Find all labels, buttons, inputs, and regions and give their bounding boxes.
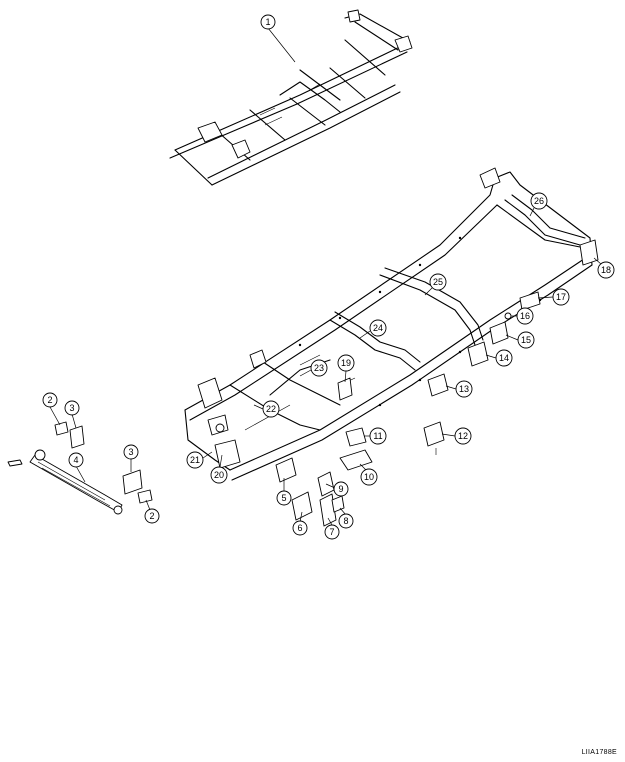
callout-8: 8 xyxy=(338,513,354,529)
callout-11: 11 xyxy=(369,427,387,445)
callout-3b: 3 xyxy=(123,444,139,460)
callout-2a: 2 xyxy=(42,392,58,408)
frame-overview-illustration xyxy=(169,9,413,186)
callout-5: 5 xyxy=(276,490,292,506)
callout-13: 13 xyxy=(455,380,473,398)
svg-text:2: 2 xyxy=(47,395,52,405)
callout-19: 19 xyxy=(337,354,355,372)
callout-26: 26 xyxy=(530,192,548,210)
bracket-parts xyxy=(215,291,541,527)
svg-text:10: 10 xyxy=(364,472,374,482)
callout-21: 21 xyxy=(186,451,204,469)
callout-22: 22 xyxy=(262,400,280,418)
svg-text:12: 12 xyxy=(458,431,468,441)
svg-text:6: 6 xyxy=(297,523,302,533)
callout-2b: 2 xyxy=(144,508,160,524)
svg-text:3: 3 xyxy=(69,403,74,413)
svg-text:2: 2 xyxy=(149,511,154,521)
callout-6: 6 xyxy=(292,520,308,536)
main-frame-illustration xyxy=(184,167,599,481)
callout-20: 20 xyxy=(210,466,228,484)
callout-3a: 3 xyxy=(64,400,80,416)
svg-text:24: 24 xyxy=(373,323,383,333)
svg-text:7: 7 xyxy=(329,527,334,537)
callout-23: 23 xyxy=(310,359,328,377)
callout-16: 16 xyxy=(516,307,534,325)
svg-text:4: 4 xyxy=(73,455,78,465)
svg-text:14: 14 xyxy=(499,353,509,363)
callout-25: 25 xyxy=(429,273,447,291)
callout-1: 1 xyxy=(260,14,276,30)
callout-15: 15 xyxy=(517,331,535,349)
callout-24: 24 xyxy=(369,319,387,337)
svg-text:3: 3 xyxy=(128,447,133,457)
svg-text:23: 23 xyxy=(314,363,324,373)
callout-10: 10 xyxy=(360,468,378,486)
svg-text:22: 22 xyxy=(266,404,276,414)
callouts: 1 2 3 4 3 2 xyxy=(42,14,615,540)
svg-text:26: 26 xyxy=(534,196,544,206)
svg-text:25: 25 xyxy=(433,277,443,287)
leaf-spring-illustration xyxy=(7,421,153,515)
svg-text:1: 1 xyxy=(265,17,270,27)
svg-text:21: 21 xyxy=(190,455,200,465)
callout-17: 17 xyxy=(552,288,570,306)
callout-4: 4 xyxy=(68,452,84,468)
svg-text:8: 8 xyxy=(343,516,348,526)
svg-text:15: 15 xyxy=(521,335,531,345)
callout-12: 12 xyxy=(454,427,472,445)
svg-text:18: 18 xyxy=(601,265,611,275)
svg-text:20: 20 xyxy=(214,470,224,480)
callout-14: 14 xyxy=(495,349,513,367)
svg-text:16: 16 xyxy=(520,311,530,321)
callout-18: 18 xyxy=(597,261,615,279)
callout-9: 9 xyxy=(333,481,349,497)
svg-text:19: 19 xyxy=(341,358,351,368)
svg-text:13: 13 xyxy=(459,384,469,394)
svg-text:5: 5 xyxy=(281,493,286,503)
svg-text:9: 9 xyxy=(338,484,343,494)
callout-7: 7 xyxy=(324,524,340,540)
svg-text:11: 11 xyxy=(373,431,382,441)
figure-code-label: LIIA1788E xyxy=(581,749,617,756)
svg-text:17: 17 xyxy=(556,292,566,302)
